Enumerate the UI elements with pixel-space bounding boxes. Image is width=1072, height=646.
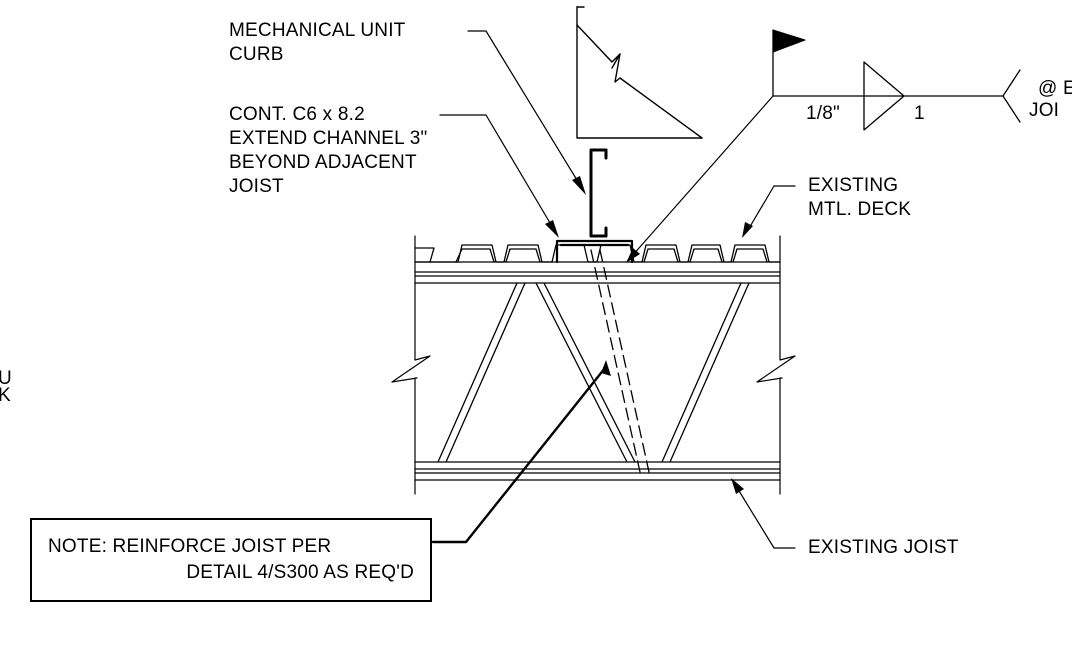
left-cut-text-line1: U <box>0 368 12 389</box>
weld-tail-line1: @ E <box>1038 78 1072 99</box>
note-line2: DETAIL 4/S300 AS REQ'D <box>186 562 414 583</box>
label-existing-joist: EXISTING JOIST <box>808 537 959 558</box>
left-cut-text-line2: K <box>0 385 11 406</box>
label-mechanical-unit-line2: CURB <box>229 44 284 65</box>
break-lines <box>391 235 796 495</box>
metal-deck <box>414 244 781 263</box>
leader-lines <box>439 30 796 549</box>
joist-top-chord <box>414 261 781 284</box>
weld-tail-line2: JOI <box>1029 100 1060 121</box>
note-box: NOTE: REINFORCE JOIST PER DETAIL 4/S300 … <box>30 518 432 602</box>
label-deck-line1: EXISTING <box>808 175 899 196</box>
weld-size: 1/8" <box>806 103 840 124</box>
note-line1: NOTE: REINFORCE JOIST PER <box>48 536 332 557</box>
label-channel-line3: BEYOND ADJACENT <box>229 152 417 173</box>
curb-channel <box>589 148 608 238</box>
label-deck-line2: MTL. DECK <box>808 199 912 220</box>
label-channel-line2: EXTEND CHANNEL 3" <box>229 128 428 149</box>
joist-bottom-chord <box>414 461 781 481</box>
mechanical-unit-outline <box>576 6 703 139</box>
c6-channel <box>555 239 634 264</box>
leader-arrowheads <box>545 176 753 494</box>
joist-web-members <box>437 282 750 463</box>
label-mechanical-unit-line1: MECHANICAL UNIT <box>229 20 406 41</box>
label-channel-line4: JOIST <box>229 176 284 197</box>
label-channel-line1: CONT. C6 x 8.2 <box>229 104 365 125</box>
field-weld-flag <box>772 29 806 53</box>
weld-length: 1 <box>914 103 925 124</box>
reinforcing-member-dashed <box>590 249 650 473</box>
note-leader <box>431 366 607 544</box>
